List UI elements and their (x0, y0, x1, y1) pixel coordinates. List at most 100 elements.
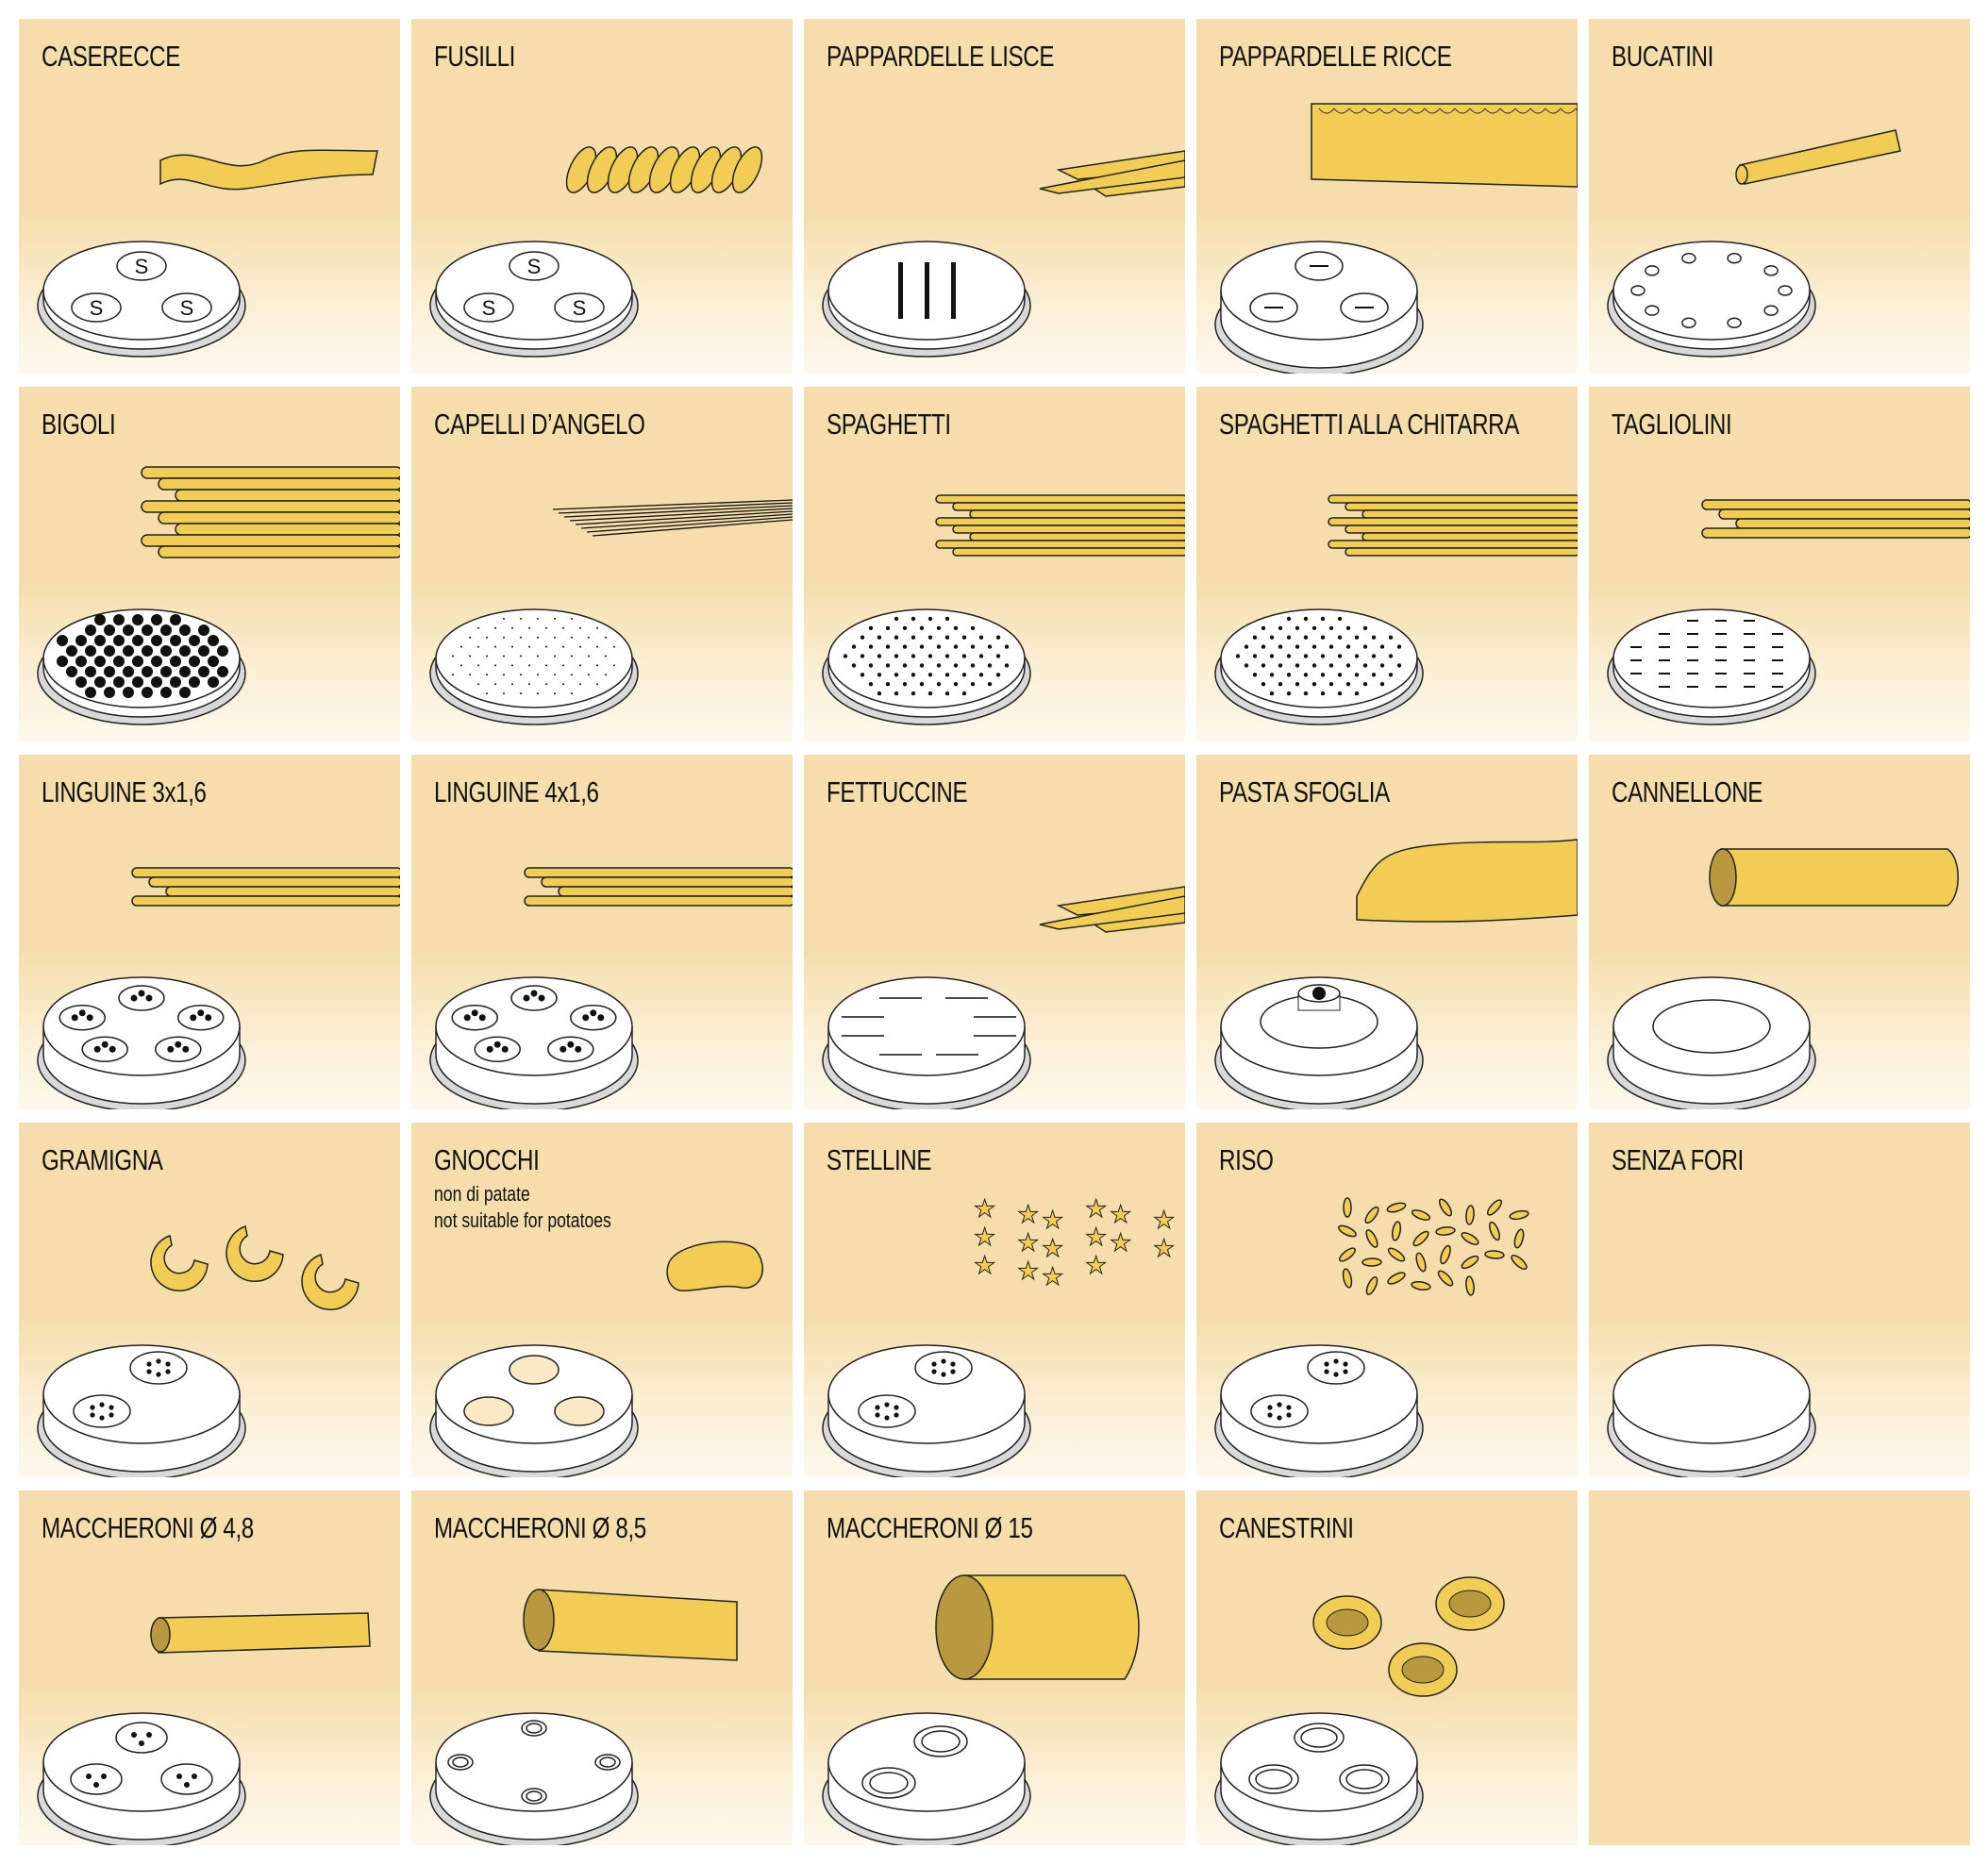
die-disc-icon (37, 608, 246, 725)
die-card: CANESTRINI (1196, 1490, 1578, 1845)
die-card: PAPPARDELLE RICCE (1196, 19, 1578, 374)
svg-text:★: ★ (1110, 1228, 1131, 1257)
die-illustration (1214, 494, 1578, 725)
die-card: LINGUINE 3x1,6 (19, 755, 400, 1109)
svg-text:★: ★ (1042, 1206, 1063, 1234)
svg-text:★: ★ (1085, 1251, 1107, 1279)
die-title: MACCHERONI Ø 8,5 (434, 1511, 646, 1544)
die-card: SPAGHETTI (804, 387, 1185, 741)
die-disc-icon (1607, 608, 1816, 725)
die-illustration (1214, 1576, 1505, 1845)
die-card: PAPPARDELLE LISCE (804, 19, 1185, 374)
die-title: CANESTRINI (1219, 1511, 1354, 1544)
die-title: SENZA FORI (1612, 1143, 1744, 1176)
die-illustration (822, 886, 1185, 1109)
die-illustration (1214, 103, 1578, 374)
svg-text:S: S (180, 296, 194, 320)
die-disc-icon (1607, 976, 1816, 1109)
die-title: SPAGHETTI (827, 408, 951, 441)
die-title: BUCATINI (1612, 40, 1713, 73)
die-subtitle-line: not suitable for potatoes (434, 1208, 611, 1232)
pasta-shape-icon (552, 499, 793, 537)
die-card: MACCHERONI Ø 4,8 (19, 1490, 400, 1845)
die-disc-icon (37, 1344, 246, 1477)
pasta-shape-icon (1338, 1197, 1529, 1296)
die-title: LINGUINE 3x1,6 (42, 775, 207, 808)
die-disc-icon (1214, 1712, 1424, 1845)
die-title: FETTUCCINE (827, 775, 968, 808)
pasta-shape-icon (523, 1589, 738, 1661)
die-illustration (1607, 1344, 1816, 1477)
pasta-shape-icon (1311, 103, 1578, 188)
die-title: PAPPARDELLE RICCE (1219, 40, 1452, 73)
pasta-shape-icon (1356, 839, 1578, 923)
die-illustration (1589, 1490, 1970, 1845)
die-card: RISO (1196, 1123, 1578, 1477)
svg-text:★: ★ (1153, 1206, 1175, 1234)
die-illustration (429, 1589, 738, 1845)
die-card: PASTA SFOGLIA (1196, 755, 1578, 1109)
svg-text:★: ★ (1042, 1234, 1063, 1262)
die-title: RISO (1219, 1143, 1274, 1176)
die-title: BIGOLI (42, 408, 116, 441)
empty-card (1589, 1490, 1970, 1845)
pasta-shape-icon (1709, 848, 1959, 907)
die-title: CASERECCE (42, 40, 180, 73)
die-card: TAGLIOLINI (1589, 387, 1970, 741)
die-disc-icon (429, 1712, 639, 1845)
svg-text:★: ★ (1017, 1200, 1039, 1228)
die-title: GRAMIGNA (42, 1143, 163, 1176)
pasta-shape-icon: ★★★★★★★★★★★★★★★★ (974, 1194, 1176, 1291)
svg-text:★: ★ (1085, 1223, 1107, 1251)
svg-text:★: ★ (974, 1251, 995, 1279)
die-illustration (1607, 499, 1970, 725)
svg-text:★: ★ (974, 1194, 995, 1223)
svg-text:S: S (135, 255, 149, 278)
svg-text:★: ★ (1017, 1228, 1039, 1257)
svg-text:S: S (482, 296, 496, 320)
die-illustration (37, 867, 400, 1109)
die-illustration: ★★★★★★★★★★★★★★★★ (822, 1194, 1176, 1477)
die-disc-icon (429, 1344, 639, 1477)
pasta-shape-icon (666, 1241, 763, 1292)
die-disc-icon (1214, 608, 1424, 725)
pasta-shape-icon (159, 149, 378, 191)
die-title: GNOCCHI (434, 1143, 540, 1176)
die-card: LINGUINE 4x1,6 (411, 755, 793, 1109)
pasta-shape-icon (150, 1612, 371, 1654)
die-title: CAPELLI D’ANGELO (434, 408, 645, 441)
svg-text:★: ★ (1042, 1262, 1063, 1291)
die-disc-icon (1214, 1344, 1424, 1477)
die-disc-icon (822, 1712, 1031, 1845)
die-illustration (429, 867, 793, 1109)
pasta-shape-icon (1701, 499, 1970, 539)
die-illustration (822, 1574, 1140, 1845)
pasta-shape-icon (524, 867, 793, 907)
die-illustration (1607, 848, 1959, 1109)
svg-text:★: ★ (1153, 1234, 1175, 1262)
die-subtitle-line: non di patate (434, 1182, 530, 1206)
pasta-shape-icon (935, 1574, 1140, 1680)
die-disc-icon (822, 976, 1031, 1109)
svg-text:★: ★ (1085, 1194, 1107, 1223)
pasta-shape-icon (141, 466, 400, 558)
pasta-shape-icon (131, 867, 400, 907)
die-disc-icon (822, 241, 1031, 358)
svg-text:★: ★ (974, 1223, 995, 1251)
die-disc-icon (1214, 241, 1424, 374)
die-disc-icon (37, 976, 246, 1109)
die-card: MACCHERONI Ø 15 (804, 1490, 1185, 1845)
die-card: GRAMIGNA (19, 1123, 400, 1477)
die-disc-icon (822, 1344, 1031, 1477)
die-illustration (1607, 129, 1901, 358)
pasta-shape-icon (1328, 494, 1578, 557)
die-illustration (37, 466, 400, 725)
die-title: PASTA SFOGLIA (1219, 775, 1390, 808)
die-title: CANNELLONE (1612, 775, 1763, 808)
die-title: SPAGHETTI ALLA CHITARRA (1219, 408, 1519, 441)
